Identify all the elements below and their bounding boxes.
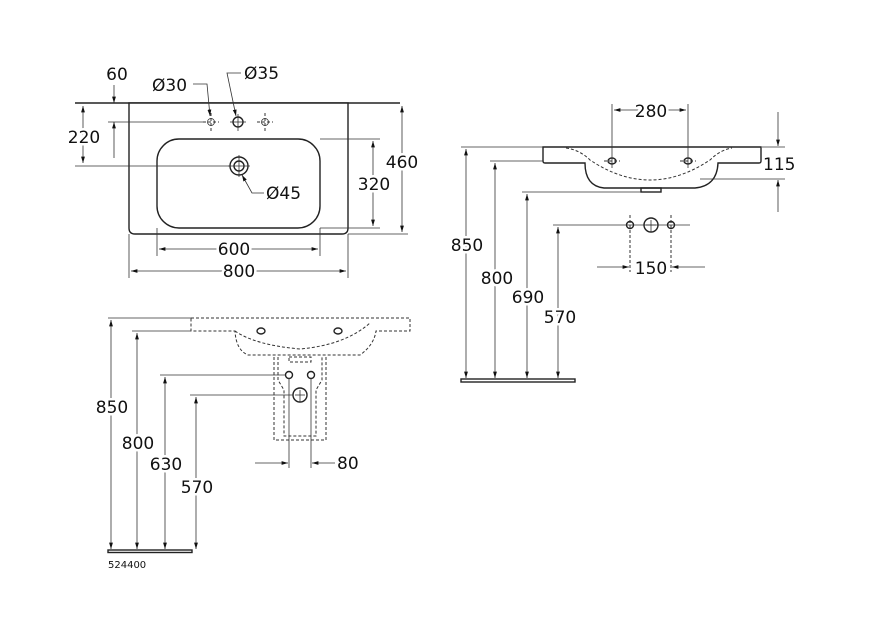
top-view: 60 220 320 460 600 800 Ø30 Ø35 Ø45 [65,62,420,285]
dim-hole-spacing: 280 [635,102,667,122]
pedestal-inner [277,357,323,437]
dim-total-width: 800 [223,262,255,282]
dim-drain-height: 690 [512,288,544,308]
waste-hole [643,217,659,233]
label-tap-hole-center-diameter: Ø35 [244,64,279,84]
basin-side-outline [542,146,762,189]
supply-hole-left [284,370,294,468]
dim-drain-height: 570 [181,478,213,498]
bowl-outline [156,138,321,229]
pedestal-outline [273,357,327,441]
dim-total-depth: 460 [386,153,418,173]
dim-drain-depth: 220 [68,128,100,148]
label-drain-diameter: Ø45 [266,184,301,204]
dim-supply-height: 570 [544,308,576,328]
tap-hole-center [230,114,246,131]
supply-hole-right [666,215,676,272]
dim-top-height: 850 [96,398,128,418]
waste-hole [292,387,308,403]
side-view: 280 115 850 800 690 570 150 [448,100,798,383]
dim-supply-spacing: 80 [337,454,359,474]
pedestal-top [288,356,312,363]
dim-rim-height: 800 [122,434,154,454]
label-tap-hole-left-diameter: Ø30 [152,76,187,96]
bowl-hidden-line [234,322,371,350]
basin-outline [128,102,349,235]
dim-supply-height: 630 [150,455,182,475]
floor-line [460,378,576,383]
dim-supply-spacing: 150 [635,259,667,279]
drain-stub [640,187,662,193]
dim-top-height: 850 [451,236,483,256]
dim-bowl-depth: 320 [358,175,390,195]
dim-rim-height: 800 [481,269,513,289]
tap-hole-right [333,327,343,335]
dim-basin-height: 115 [763,155,795,175]
supply-hole-right [306,370,316,468]
tap-hole-left [203,113,219,131]
part-number: 524400 [108,560,146,571]
basin-front-outline [190,317,411,356]
floor-line [107,549,193,554]
supply-hole-left [625,215,635,272]
tap-hole-left [256,327,266,335]
bowl-hidden-line [565,147,733,181]
dim-overflow-offset: 60 [106,65,128,85]
front-view: 850 800 630 570 80 524400 [93,317,411,571]
dim-bowl-width: 600 [218,240,250,260]
tap-hole-right [257,113,273,131]
